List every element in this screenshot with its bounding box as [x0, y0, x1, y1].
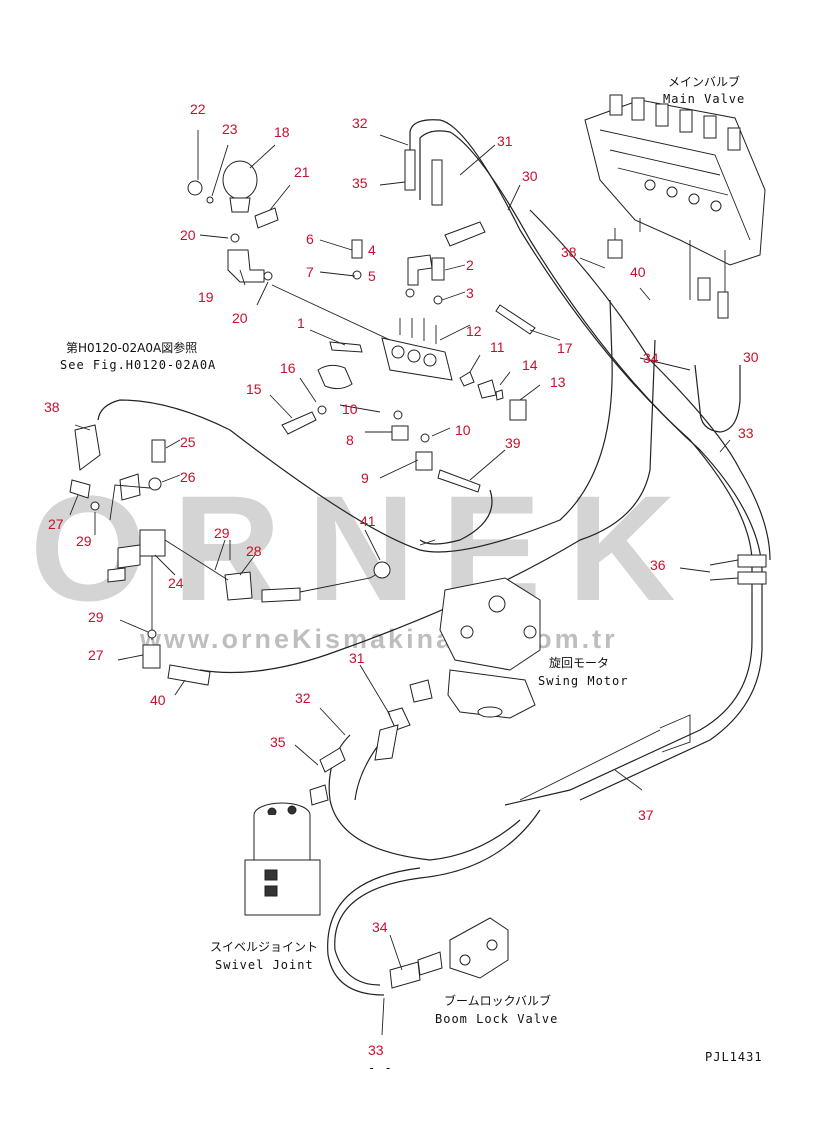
- part-number: 30: [522, 168, 538, 184]
- part-number: 36: [650, 557, 666, 573]
- part-number: 32: [352, 115, 368, 131]
- part-number: 14: [522, 357, 538, 373]
- part-number: 10: [455, 422, 471, 438]
- part-number: 5: [368, 268, 376, 284]
- part-number: 40: [150, 692, 166, 708]
- hose-clamps: [709, 554, 767, 585]
- swing-motor-label-en: Swing Motor: [538, 674, 628, 688]
- part-number: 23: [222, 121, 238, 137]
- component-labels: メインバルブ Main Valve 旋回モータ Swing Motor スイベル…: [60, 74, 763, 1075]
- part-numbers: 22 23 18 21 20 19 20 32 35 31 30 6 4 7 5…: [44, 101, 759, 1058]
- part-number: 26: [180, 469, 196, 485]
- part-number: 17: [557, 340, 573, 356]
- part-number: 7: [306, 264, 314, 280]
- drawing-code: PJL1431: [705, 1050, 763, 1064]
- swing-motor-drawing: [409, 577, 541, 719]
- part-number: 37: [638, 807, 654, 823]
- swing-motor-label-jp: 旋回モータ: [549, 656, 609, 670]
- swing-hose-fitting: [374, 707, 411, 761]
- part-number: 38: [44, 399, 60, 415]
- part-number: 34: [643, 350, 659, 366]
- boom-lock-valve-drawing: [389, 917, 509, 989]
- part-number: 41: [360, 513, 376, 529]
- part-number: 31: [497, 133, 513, 149]
- part-number: 11: [490, 339, 505, 355]
- part-number: 13: [550, 374, 566, 390]
- left-subassembly: [69, 424, 391, 686]
- watermark-url: www.orneKismakinalari.com.tr: [139, 624, 618, 654]
- boom-lock-label-jp: ブームロックバルブ: [444, 993, 551, 1008]
- part-number: 18: [274, 124, 290, 140]
- hoses: [97, 119, 771, 996]
- part-number: 31: [349, 650, 365, 666]
- part-number: 25: [180, 434, 196, 450]
- boom-lock-label-en: Boom Lock Valve: [435, 1012, 558, 1026]
- part-number: 9: [361, 470, 369, 486]
- main-valve-label-jp: メインバルブ: [668, 74, 740, 89]
- part-number: 19: [198, 289, 214, 305]
- part-number: 39: [505, 435, 521, 451]
- part-number: 35: [352, 175, 368, 191]
- swivel-joint-drawing: [244, 747, 346, 916]
- part-number: 1: [297, 315, 305, 331]
- part-number: 16: [280, 360, 296, 376]
- part-number: 6: [306, 231, 314, 247]
- part-number: 24: [168, 575, 184, 591]
- part-number: 38: [561, 244, 577, 260]
- part-number: 27: [48, 516, 64, 532]
- part-number: 15: [246, 381, 262, 397]
- spiral-guard: [519, 714, 691, 801]
- part-number: 20: [180, 227, 196, 243]
- part-number: 2: [466, 257, 474, 273]
- part-number: 22: [190, 101, 206, 117]
- reference-label-en: See Fig.H0120-02A0A: [60, 358, 216, 372]
- part-number: 33: [738, 425, 754, 441]
- reference-label-jp: 第H0120-02A0A図参照: [66, 340, 197, 355]
- part-number: 3: [466, 285, 474, 301]
- part-number: 8: [346, 432, 354, 448]
- part-number: 27: [88, 647, 104, 663]
- part-number: 30: [743, 349, 759, 365]
- part-number: 21: [294, 164, 310, 180]
- part-number: 20: [232, 310, 248, 326]
- part-number: 29: [214, 525, 230, 541]
- part-number: 40: [630, 264, 646, 280]
- part-number: 32: [295, 690, 311, 706]
- main-valve-drawing: [584, 94, 766, 319]
- part-number: 33: [368, 1042, 384, 1058]
- bottom-mark: - -: [368, 1061, 393, 1075]
- upper-fittings: [351, 149, 536, 335]
- part-number: 4: [368, 242, 376, 258]
- part-number: 12: [466, 323, 482, 339]
- part-number: 29: [88, 609, 104, 625]
- swivel-joint-label-jp: スイベルジョイント: [210, 940, 318, 954]
- part-number: 35: [270, 734, 286, 750]
- swivel-joint-label-en: Swivel Joint: [215, 958, 314, 972]
- part-number: 28: [246, 543, 262, 559]
- part-number: 10: [342, 401, 358, 417]
- pilot-valve-block: [317, 318, 453, 390]
- leader-lines: [69, 130, 731, 1036]
- main-valve-label-en: Main Valve: [663, 92, 745, 106]
- part-number: 34: [372, 919, 388, 935]
- accumulator-group: [187, 160, 391, 341]
- part-number: 29: [76, 533, 92, 549]
